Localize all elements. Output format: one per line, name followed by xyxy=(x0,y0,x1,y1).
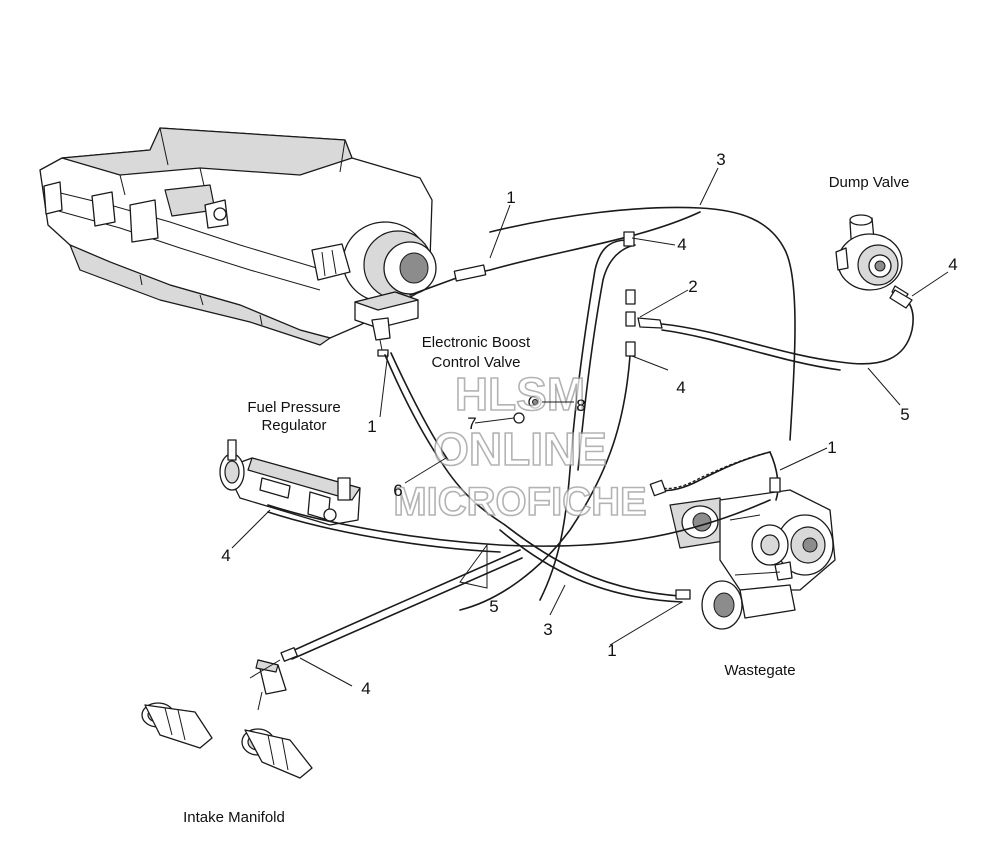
callout-4: 4 xyxy=(361,679,370,698)
hose-2-fitting xyxy=(625,289,663,357)
callout-5: 5 xyxy=(489,597,498,616)
hose-5-fuel-reg xyxy=(267,499,771,553)
callout-2: 2 xyxy=(688,277,697,296)
hose-4-vertical xyxy=(539,231,636,601)
airbox xyxy=(39,127,437,346)
throttle-body xyxy=(311,221,437,303)
label-intake-manifold: Intake Manifold xyxy=(183,809,285,826)
watermark: HLSM ONLINE MICROFICHE xyxy=(393,367,648,525)
callout-4: 4 xyxy=(948,255,957,274)
hose-3-lower xyxy=(499,524,691,603)
part-labels: Dump Valve Electronic Boost Control Valv… xyxy=(183,174,909,826)
callout-numbers: 1 3 4 2 4 4 5 1 6 1 4 5 3 1 4 7 8 xyxy=(221,150,957,698)
boost-control-valve xyxy=(354,291,419,357)
watermark-line-3: MICROFICHE xyxy=(393,480,646,524)
dump-valve xyxy=(835,214,909,301)
callout-1: 1 xyxy=(827,438,836,457)
label-wastegate: Wastegate xyxy=(724,662,795,679)
callout-1: 1 xyxy=(607,641,616,660)
callout-1: 1 xyxy=(367,417,376,436)
fuel-pressure-regulator xyxy=(219,439,361,526)
watermark-line-1: HLSM xyxy=(455,368,585,420)
callout-4: 4 xyxy=(676,378,685,397)
turbocharger-wastegate xyxy=(669,489,836,630)
label-boost-valve-2: Control Valve xyxy=(432,354,521,371)
callout-6: 6 xyxy=(393,481,402,500)
hose-5-dump xyxy=(661,289,914,371)
intake-manifold xyxy=(141,659,313,779)
callout-8: 8 xyxy=(576,396,585,415)
label-fuel-regulator-1: Fuel Pressure xyxy=(247,399,340,416)
small-fitting-8 xyxy=(528,395,542,409)
hose-3-upper xyxy=(461,206,796,441)
callout-1: 1 xyxy=(506,188,515,207)
hose-6 xyxy=(384,352,506,526)
callout-4: 4 xyxy=(221,546,230,565)
callout-3: 3 xyxy=(543,620,552,639)
label-fuel-regulator-2: Regulator xyxy=(261,417,326,434)
callout-4: 4 xyxy=(677,235,686,254)
leader-lines xyxy=(231,167,949,687)
watermark-line-2: ONLINE xyxy=(433,423,607,475)
hose-1-upper xyxy=(409,264,487,296)
label-dump-valve: Dump Valve xyxy=(829,174,910,191)
label-boost-valve-1: Electronic Boost xyxy=(422,334,531,351)
callout-5: 5 xyxy=(900,405,909,424)
hose-4-manifold xyxy=(249,549,523,679)
hose-4-wastegate xyxy=(459,355,781,611)
callout-7: 7 xyxy=(467,414,476,433)
callout-3: 3 xyxy=(716,150,725,169)
